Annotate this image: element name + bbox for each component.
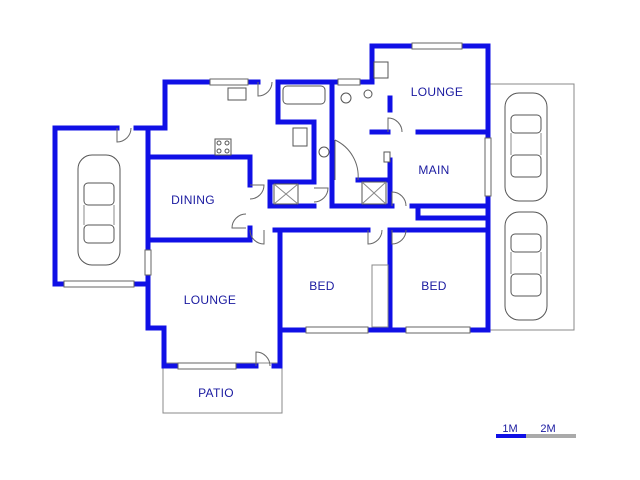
scale-segment-2 [526, 434, 576, 438]
bathtub-icon [282, 85, 326, 105]
car-garage-left [77, 154, 121, 266]
lounge-basin-icon [373, 61, 389, 79]
windows [63, 42, 492, 370]
room-label-bed-right: BED [421, 279, 447, 293]
toilet-top-icon [340, 92, 352, 104]
doors [116, 81, 407, 367]
room-label-bed-left: BED [309, 279, 335, 293]
scale-label-1m: 1M [502, 423, 517, 435]
scale-bar: 1M 2M [496, 423, 576, 438]
scale-segment-1 [496, 434, 526, 438]
vanity-icon [292, 127, 308, 147]
room-label-main: MAIN [418, 163, 449, 177]
cupboard-icon [383, 151, 391, 163]
scale-label-2m: 2M [540, 423, 555, 435]
room-label-lounge-top: LOUNGE [411, 85, 463, 99]
basin-icon [363, 89, 373, 99]
room-label-dining: DINING [171, 193, 215, 207]
kitchen-sink-icon [227, 87, 247, 101]
room-label-lounge-main: LOUNGE [184, 293, 236, 307]
toilet-icon [318, 146, 330, 158]
car-carport-bottom [504, 211, 548, 321]
fixtures [214, 61, 391, 205]
car-carport-top [504, 92, 548, 202]
room-label-patio: PATIO [198, 386, 234, 400]
